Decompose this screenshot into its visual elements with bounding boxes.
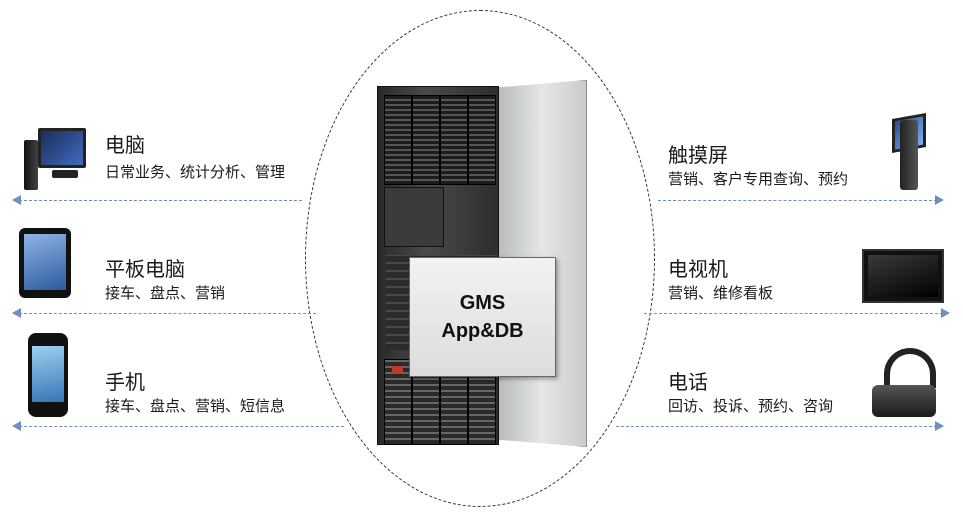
server-rack-illustration: [372, 80, 588, 447]
device-description: 接车、盘点、营销、短信息: [105, 397, 286, 415]
server-control-panel: [384, 187, 444, 247]
tablet-icon: [19, 228, 71, 298]
device-description: 日常业务、统计分析、管理: [105, 163, 286, 181]
device-title: 触摸屏: [668, 143, 728, 167]
server-boundary-ellipse: [305, 10, 655, 507]
device-description: 回访、投诉、预约、咨询: [668, 397, 834, 415]
device-title: 电话: [668, 370, 708, 394]
connection-arrow-right: [644, 308, 950, 318]
server-blade-top: [412, 95, 440, 185]
device-title: 电视机: [668, 257, 728, 281]
connection-arrow-right: [658, 195, 944, 205]
desktop-computer-icon: [38, 128, 86, 168]
smartphone-icon: [28, 333, 68, 417]
television-icon: [862, 249, 944, 303]
keyboard-icon: [52, 170, 78, 178]
server-front-panel: [377, 86, 499, 445]
gms-label-line1: GMS: [459, 292, 506, 314]
connection-arrow-right: [616, 421, 944, 431]
telephone-headset-icon: [884, 348, 936, 388]
device-title: 手机: [105, 370, 145, 394]
kiosk-stand-icon: [900, 120, 918, 190]
device-description: 营销、维修看板: [668, 284, 774, 302]
server-drive-bay: [384, 359, 412, 445]
desktop-tower-icon: [24, 140, 38, 190]
connection-arrow-left: [12, 195, 302, 205]
server-blade-top: [440, 95, 468, 185]
device-title: 平板电脑: [105, 257, 185, 281]
gms-label-line2: App&DB: [441, 320, 524, 342]
connection-arrow-left: [12, 421, 344, 431]
desk-phone-icon: [872, 385, 936, 417]
server-blade-top: [468, 95, 496, 185]
gms-app-db-label: GMS App&DB: [409, 257, 556, 377]
device-description: 接车、盘点、营销: [105, 284, 226, 302]
connection-arrow-left: [12, 308, 316, 318]
device-title: 电脑: [105, 133, 145, 157]
device-description: 营销、客户专用查询、预约: [668, 170, 849, 188]
server-blade-top: [384, 95, 412, 185]
